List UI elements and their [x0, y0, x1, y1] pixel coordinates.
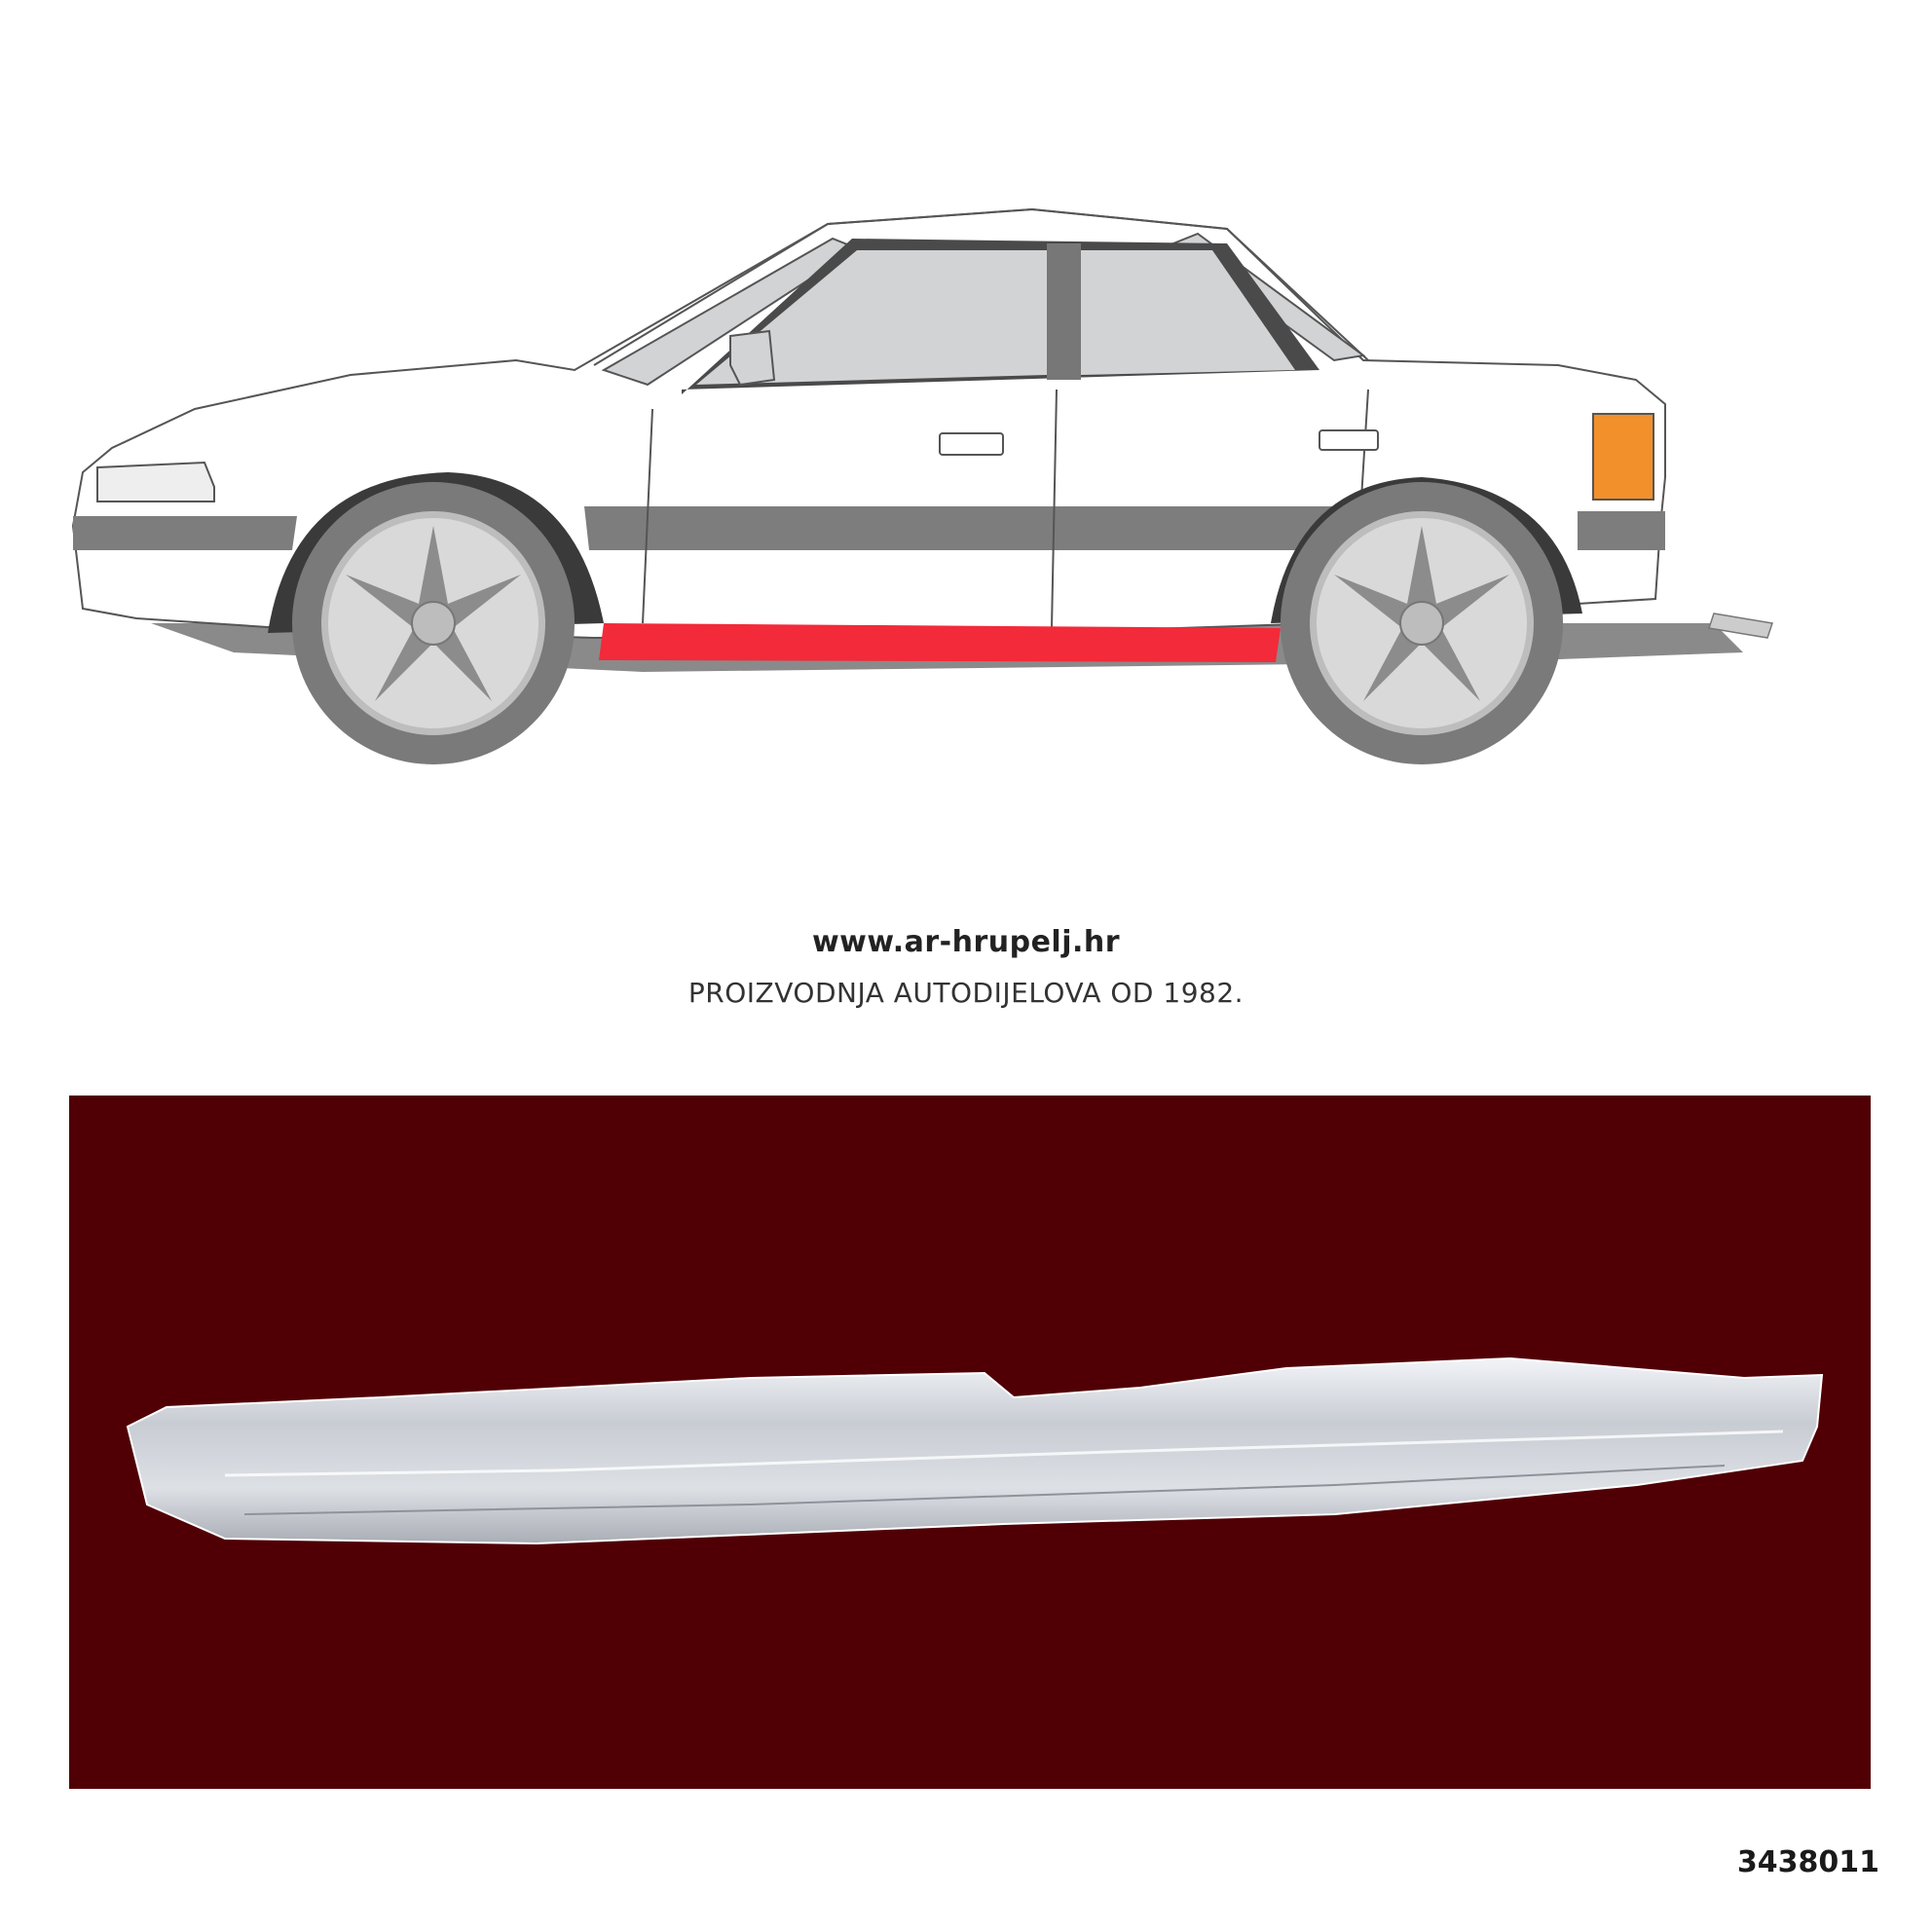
website-url[interactable]: www.ar-hrupelj.hr [811, 925, 1121, 959]
door-line-middle [1051, 389, 1058, 629]
door-line-front [642, 408, 653, 624]
rear-wheel [1281, 482, 1563, 764]
car-side-illustration [71, 207, 1773, 764]
highlighted-sill [599, 623, 1281, 662]
exhaust-pipe [1708, 613, 1773, 639]
rocker-panel-lower-edge [243, 1465, 1726, 1515]
bumper-rear [1578, 511, 1665, 550]
rear-door-window [1081, 250, 1295, 375]
bumper-front [73, 516, 297, 550]
roof-line [593, 207, 1369, 366]
rocker-panel-ridge [224, 1430, 1784, 1477]
rocker-panel-photo [69, 1096, 1871, 1789]
headlight [96, 461, 215, 502]
front-door-handle [939, 432, 1004, 456]
part-number: 3438011 [1736, 1845, 1879, 1879]
side-mirror [729, 329, 776, 387]
rocker-panel-part [126, 1356, 1824, 1545]
product-photo-panel [69, 1096, 1871, 1789]
company-tagline: PROIZVODNJA AUTODIJELOVA OD 1982. [687, 977, 1245, 1009]
b-pillar [1047, 243, 1081, 380]
rear-door-handle [1319, 429, 1379, 451]
rear-indicator [1592, 413, 1654, 501]
front-window [696, 250, 1047, 385]
front-wheel [292, 482, 575, 764]
side-molding [584, 506, 1363, 550]
